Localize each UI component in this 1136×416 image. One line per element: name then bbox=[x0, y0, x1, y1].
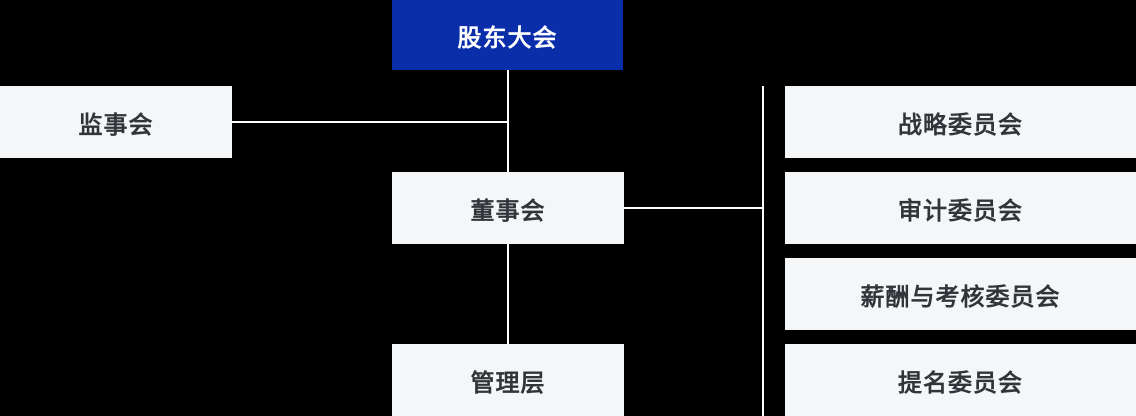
node-committee-strategy: 战略委员会 bbox=[785, 86, 1136, 158]
committee-rail-line bbox=[762, 86, 764, 416]
node-shareholders-meeting: 股东大会 bbox=[392, 0, 623, 70]
node-committee-nomination: 提名委员会 bbox=[785, 344, 1136, 416]
connector-board-to-committee-rail bbox=[624, 207, 763, 209]
node-supervisory-board: 监事会 bbox=[0, 86, 232, 158]
connector-supervisory-to-trunk bbox=[232, 121, 509, 123]
node-board-of-directors: 董事会 bbox=[392, 172, 624, 244]
node-committee-compensation-assessment: 薪酬与考核委员会 bbox=[785, 258, 1136, 330]
node-management: 管理层 bbox=[392, 344, 624, 416]
connector-board-to-management bbox=[507, 244, 509, 344]
node-committee-audit: 审计委员会 bbox=[785, 172, 1136, 244]
